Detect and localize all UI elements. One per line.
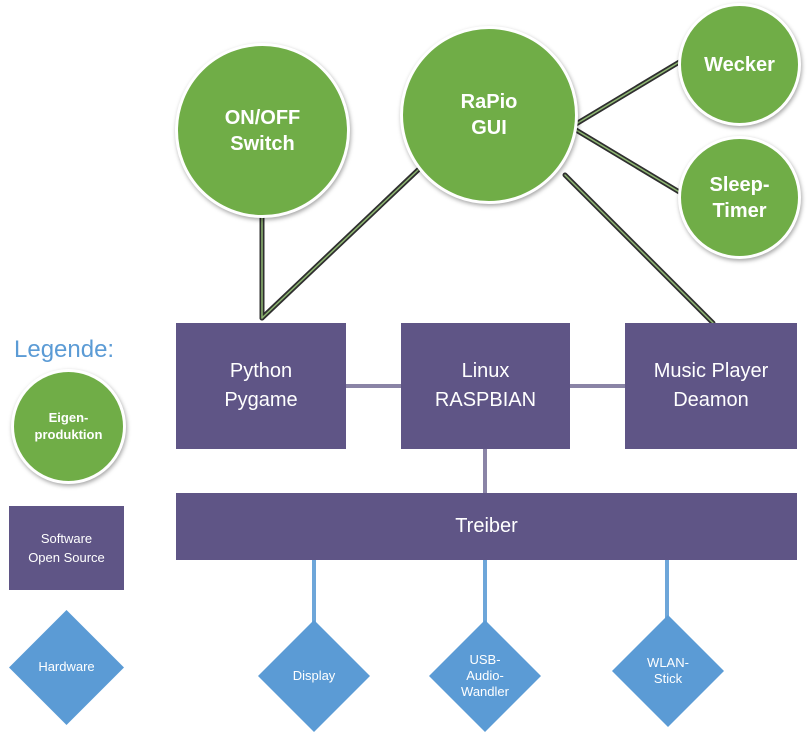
wlan-stick-label: WLAN- Stick [647, 654, 689, 686]
treiber-box: Treiber [176, 493, 797, 560]
legend-eigenproduktion-circle: Eigen- produktion [11, 369, 126, 484]
onoff-switch-node: ON/OFF Switch [175, 43, 350, 218]
wlan-stick-diamond: WLAN- Stick [612, 615, 724, 727]
wecker-node: Wecker [678, 3, 801, 126]
music-player-deamon-box: Music Player Deamon [625, 323, 797, 449]
legend-hardware-label: Hardware [38, 659, 95, 675]
display-diamond: Display [258, 620, 370, 732]
usb-audio-wandler-diamond: USB- Audio- Wandler [429, 620, 541, 732]
sleep-timer-node: Sleep- Timer [678, 136, 801, 259]
legend-software-box: Software Open Source [9, 506, 124, 590]
linux-raspbian-box: Linux RASPBIAN [401, 323, 570, 449]
legend-hardware-diamond: Hardware [9, 610, 124, 725]
rapio-gui-node: RaPio GUI [400, 26, 578, 204]
usb-audio-wandler-label: USB- Audio- Wandler [461, 651, 509, 700]
legend-title: Legende: [14, 336, 115, 363]
display-label: Display [292, 667, 336, 683]
python-pygame-box: Python Pygame [176, 323, 346, 449]
